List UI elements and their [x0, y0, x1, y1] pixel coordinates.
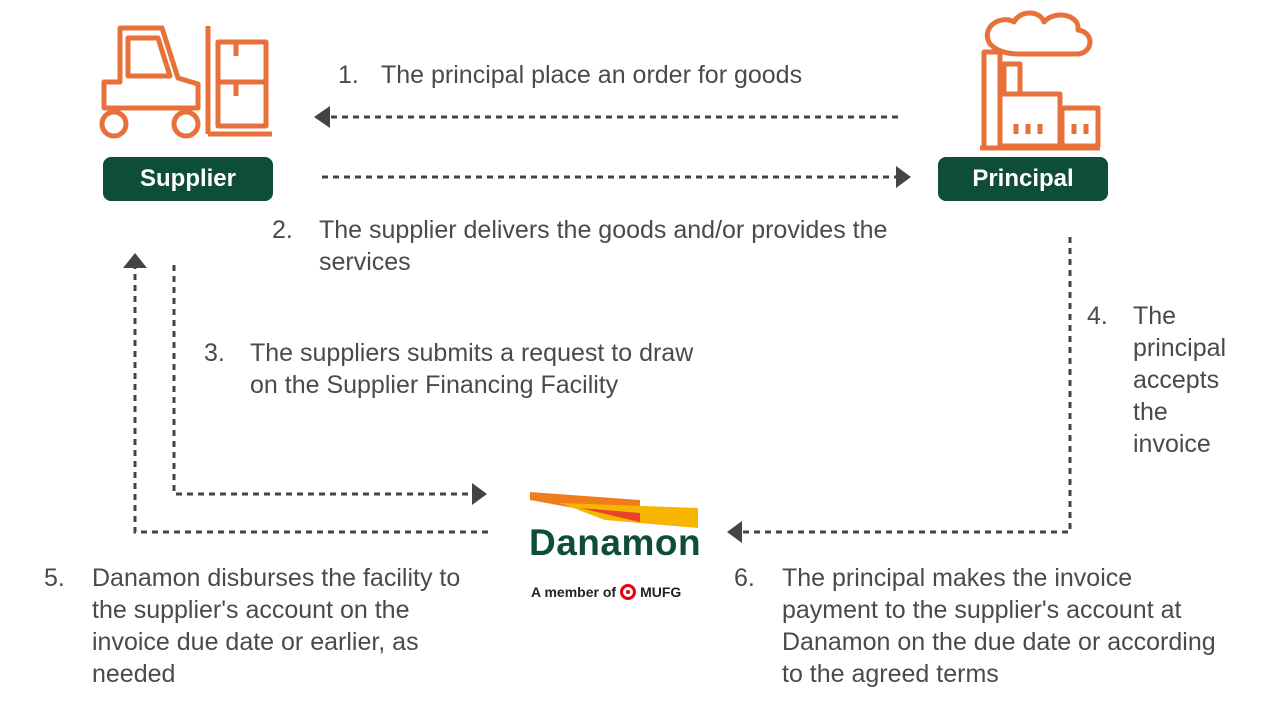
step-5-text: Danamon disburses the facility to the su…: [92, 564, 461, 688]
arrow-5-head: [123, 253, 147, 268]
danamon-logo-subtitle: A member of MUFG: [531, 584, 681, 600]
step-6-number: 6.: [734, 564, 755, 592]
step-3-text: The suppliers submits a request to draw …: [250, 339, 694, 399]
principal-badge: Principal: [938, 157, 1108, 201]
step-1: 1. The principal place an order for good…: [338, 59, 898, 91]
step-4-text: The principal accepts the invoice: [1133, 302, 1227, 458]
arrow-5-line: [133, 268, 488, 534]
step-1-number: 1.: [338, 61, 359, 89]
step-2-text: The supplier delivers the goods and/or p…: [319, 216, 888, 276]
mufg-text: MUFG: [640, 584, 682, 600]
step-4: 4. The principal accepts the invoice: [1087, 300, 1257, 460]
arrow-1-head: [314, 106, 330, 128]
step-6: 6. The principal makes the invoice payme…: [734, 562, 1234, 690]
step-6-text: The principal makes the invoice payment …: [782, 564, 1216, 688]
step-5: 5. Danamon disburses the facility to the…: [44, 562, 494, 690]
step-5-number: 5.: [44, 564, 65, 592]
member-of-text: A member of: [531, 584, 617, 600]
danamon-logo-name: Danamon: [529, 522, 702, 563]
mufg-logo-icon: [620, 584, 637, 600]
supplier-label: Supplier: [139, 165, 236, 192]
step-1-text: The principal place an order for goods: [381, 61, 803, 89]
step-3-number: 3.: [204, 339, 225, 367]
arrow-6-head: [727, 521, 742, 543]
step-3: 3. The suppliers submits a request to dr…: [204, 337, 764, 401]
arrow-2-head: [896, 166, 911, 188]
principal-label: Principal: [972, 165, 1074, 192]
step-2-number: 2.: [272, 216, 293, 244]
arrow-3-head: [472, 483, 487, 505]
step-2: 2. The supplier delivers the goods and/o…: [272, 214, 942, 278]
supplier-badge: Supplier: [103, 157, 273, 201]
step-4-number: 4.: [1087, 302, 1108, 330]
